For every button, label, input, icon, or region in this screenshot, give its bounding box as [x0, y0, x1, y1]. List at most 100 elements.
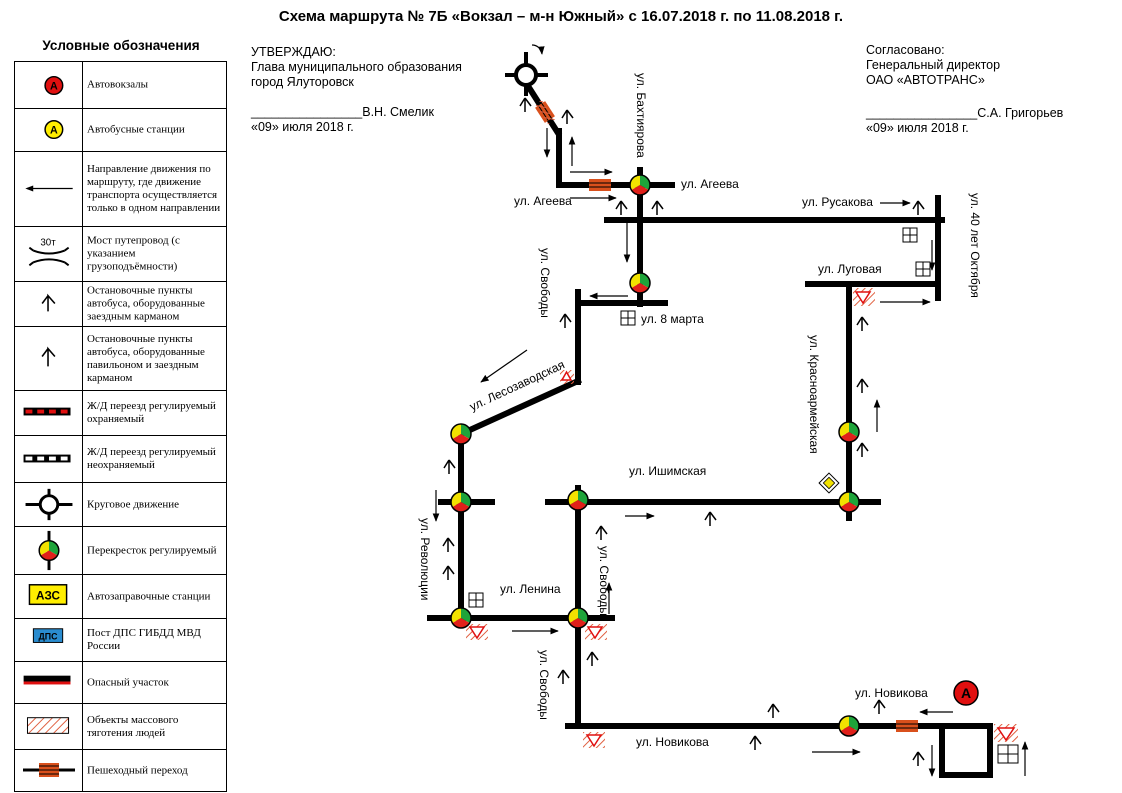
- legend-label: Автозаправочные станции: [87, 590, 211, 602]
- bus-stop-icon: [519, 97, 532, 112]
- agreement-company: ОАО «АВТОТРАНС»: [866, 73, 985, 87]
- legend-label: Автобусные станции: [87, 123, 185, 136]
- street-label-revolyutsii: ул. Революции: [418, 518, 432, 601]
- bus-stop-pavilion-icon: [15, 327, 83, 390]
- traffic-light-icon: [838, 491, 860, 513]
- grid-markers: [468, 227, 1019, 764]
- grid-marker-icon: [468, 592, 484, 608]
- bus-terminal-icon: А: [953, 680, 979, 706]
- roundabout-icon: [505, 44, 548, 96]
- svg-text:АЗС: АЗС: [36, 589, 61, 602]
- traffic-light-icon: [838, 421, 860, 443]
- approval-signature: ________________В.Н. Смелик: [251, 105, 434, 119]
- legend-label: Остановочные пункты автобуса, оборудован…: [87, 284, 205, 323]
- direction-arrow-icon: [15, 152, 83, 226]
- legend-label: Направление движения по маршруту, где дв…: [87, 163, 221, 214]
- legend-label: Ж/Д переезд регулируемый охраняемый: [87, 400, 216, 425]
- traffic-light-icon: [450, 491, 472, 513]
- yield-sign-icon: [468, 626, 486, 640]
- legend-row-gas-station: АЗС Автозаправочные станции: [15, 575, 226, 619]
- overpass-bridge-icon: 30т: [15, 227, 83, 281]
- mass-gathering-icon: [15, 704, 83, 749]
- traffic-light-icon: [567, 489, 589, 511]
- street-label-svobody-top: ул. Свободы: [538, 248, 552, 318]
- legend-row-police: ДПС Пост ДПС ГИБДД МВД России: [15, 619, 226, 662]
- bus-stop-icon: [704, 511, 717, 526]
- street-label-lesozavodskaya: ул. Лесозаводская: [467, 357, 566, 413]
- street-label-krasnoarmeyskaya: ул. Красноармейская: [807, 335, 821, 454]
- road-lesozavodskaya: [457, 377, 582, 438]
- street-label-bakhtiyarova: ул. Бахтиярова: [634, 73, 648, 158]
- street-label-novikova-top: ул. Новикова: [855, 686, 928, 700]
- street-label-ageeva-right: ул. Агеева: [681, 177, 739, 191]
- traffic-light-icon: [15, 527, 83, 574]
- yield-sign-icon: [854, 291, 872, 305]
- traffic-light-icon: [450, 607, 472, 629]
- svg-text:А: А: [961, 685, 971, 701]
- street-label-svobody-mid: ул. Свободы: [597, 546, 611, 616]
- bus-stop-icon: [559, 313, 572, 328]
- legend-row-guarded-crossing: Ж/Д переезд регулируемый охраняемый: [15, 391, 226, 436]
- yield-sign-icon: [996, 727, 1016, 742]
- street-label-lugovaya: ул. Луговая: [818, 262, 882, 276]
- bus-stop-icon: [586, 651, 599, 666]
- legend-label: Мост путепровод (с указанием грузоподъём…: [87, 234, 180, 273]
- page-title: Схема маршрута № 7Б «Вокзал – м-н Южный»…: [278, 8, 844, 25]
- legend-label: Пешеходный переход: [87, 764, 188, 776]
- street-label-40-let: ул. 40 лет Октября: [968, 193, 982, 298]
- unguarded-railway-crossing-icon: [15, 436, 83, 482]
- bus-stop-icon: [442, 565, 455, 580]
- traffic-lights: [450, 174, 860, 737]
- legend-label: Опасный участок: [87, 676, 169, 688]
- dangerous-section-icon: [15, 662, 83, 703]
- legend-row-bus-station: А Автобусные станции: [15, 109, 226, 152]
- legend-row-traffic-light: Перекресток регулируемый: [15, 527, 226, 575]
- approval-date: «09» июля 2018 г.: [251, 120, 354, 134]
- traffic-light-icon: [450, 423, 472, 445]
- yield-sign-icon: [560, 370, 573, 381]
- street-label-rusakova: ул. Русакова: [802, 195, 873, 209]
- bus-stop-pocket-icon: [15, 282, 83, 326]
- legend-label: Пост ДПС ГИБДД МВД России: [87, 627, 201, 652]
- bus-stop-icon: [557, 669, 570, 684]
- legend-row-mass-gathering: Объекты массового тяготения людей: [15, 704, 226, 750]
- mass-gathering-icon: [535, 99, 555, 125]
- approval-heading: УТВЕРЖДАЮ:: [251, 45, 336, 59]
- svg-text:ДПС: ДПС: [39, 632, 59, 642]
- street-label-ishimskaya: ул. Ишимская: [629, 464, 706, 478]
- bus-stop-icon: [912, 751, 925, 766]
- bus-stops: [442, 97, 925, 766]
- guarded-railway-crossing-icon: [15, 391, 83, 435]
- legend-row-direction: Направление движения по маршруту, где дв…: [15, 152, 226, 227]
- approval-city: город Ялуторовск: [251, 75, 354, 89]
- street-label-svobody-low: ул. Свободы: [537, 650, 551, 720]
- agreement-date: «09» июля 2018 г.: [866, 121, 969, 135]
- bus-stop-icon: [595, 525, 608, 540]
- bus-stop-icon: [615, 200, 628, 215]
- legend-row-bus-terminal: А Автовокзалы: [15, 62, 226, 109]
- legend-row-overpass: 30т Мост путепровод (с указанием грузопо…: [15, 227, 226, 282]
- bus-stop-icon: [873, 699, 886, 714]
- grid-marker-icon: [915, 261, 931, 277]
- yield-sign-icon: [586, 626, 604, 640]
- legend-label: Круговое движение: [87, 498, 179, 510]
- grid-marker-icon: [997, 744, 1019, 764]
- bus-stop-icon: [856, 378, 869, 393]
- pedestrian-crossing-icon: [589, 179, 611, 191]
- street-label-ageeva-left: ул. Агеева: [514, 194, 572, 208]
- street-label-novikova-bottom: ул. Новикова: [636, 735, 709, 749]
- bus-station-icon: А: [15, 109, 83, 151]
- legend-row-stop-pocket: Остановочные пункты автобуса, оборудован…: [15, 282, 226, 327]
- legend-row-unguarded-crossing: Ж/Д переезд регулируемый неохраняемый: [15, 436, 226, 483]
- gas-station-icon: АЗС: [15, 575, 83, 618]
- svg-text:30т: 30т: [40, 238, 56, 249]
- bus-stop-icon: [561, 109, 574, 124]
- legend-row-roundabout: Круговое движение: [15, 483, 226, 527]
- legend-label: Ж/Д переезд регулируемый неохраняемый: [87, 446, 216, 471]
- agreement-heading: Согласовано:: [866, 43, 945, 57]
- agreement-block: Согласовано: Генеральный директор ОАО «А…: [866, 43, 1063, 136]
- bus-stop-icon: [856, 442, 869, 457]
- legend-table: А Автовокзалы А Автобусные станции Напра…: [14, 61, 227, 792]
- agreement-position: Генеральный директор: [866, 58, 1001, 72]
